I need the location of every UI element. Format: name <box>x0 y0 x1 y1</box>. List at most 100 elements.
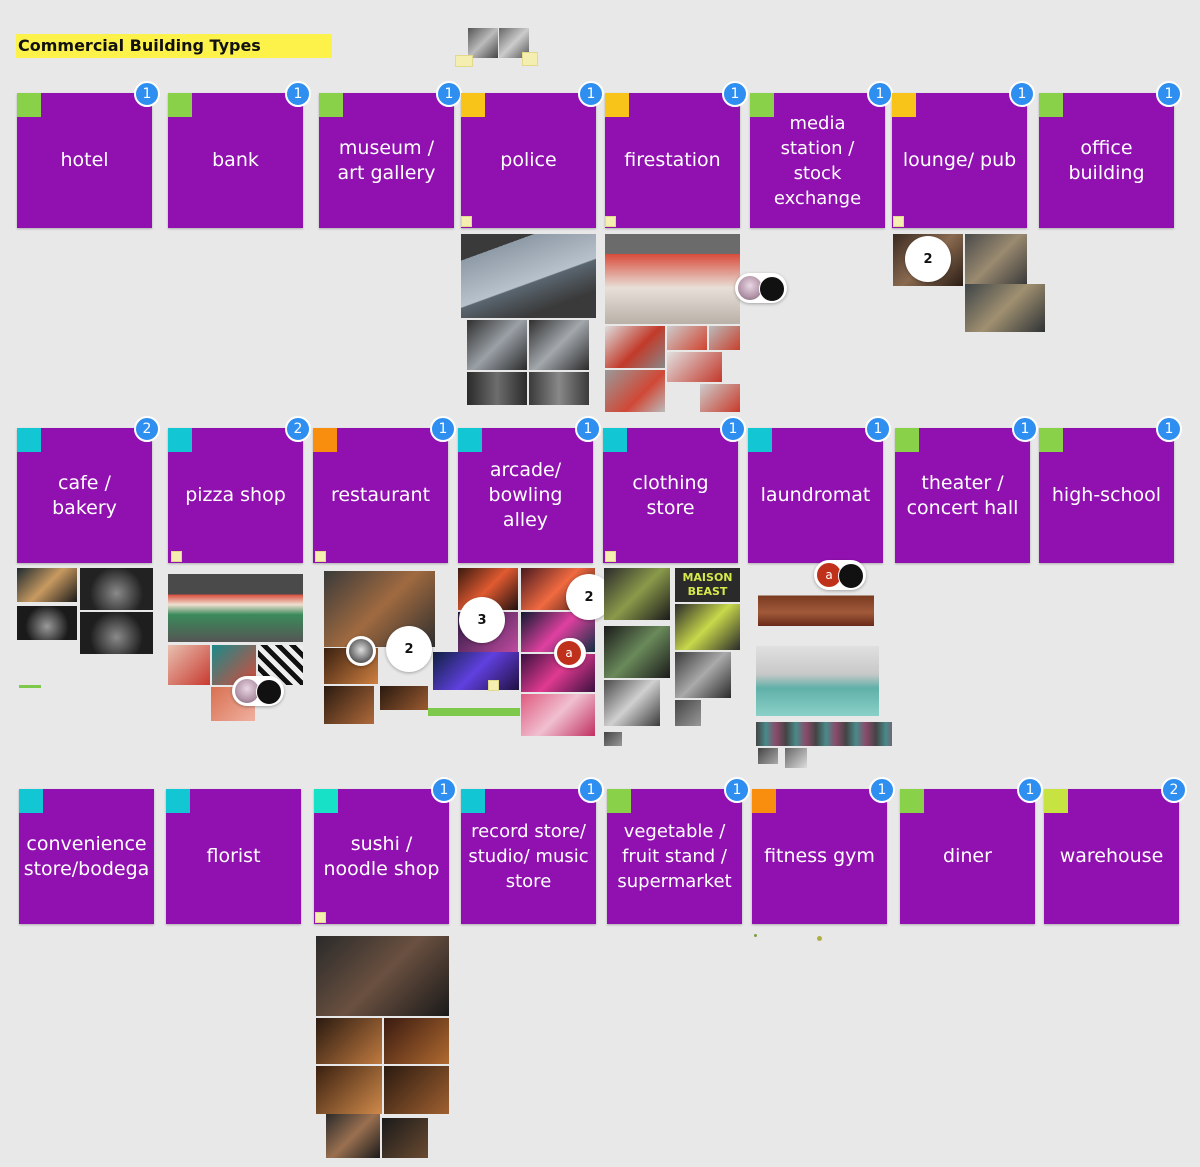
arcade-image[interactable] <box>433 652 519 690</box>
sticky-note[interactable] <box>315 912 326 923</box>
sticky-note[interactable] <box>171 551 182 562</box>
vote-count-badge[interactable]: 1 <box>1156 81 1182 107</box>
clothing-store-image[interactable] <box>675 604 740 650</box>
user-avatar[interactable] <box>738 276 762 300</box>
collaborator-avatars[interactable] <box>346 636 376 666</box>
sushi-interior-image[interactable] <box>382 1118 428 1158</box>
police-model-image[interactable] <box>461 234 596 318</box>
vote-count-badge[interactable]: 1 <box>720 416 746 442</box>
vote-count-badge[interactable]: 1 <box>575 416 601 442</box>
sticky-note[interactable] <box>893 216 904 227</box>
restaurant-interior-image[interactable] <box>324 686 374 724</box>
vote-count-badge[interactable]: 1 <box>865 416 891 442</box>
police-interior-image[interactable] <box>467 320 527 370</box>
sushi-interior-image[interactable] <box>316 1018 382 1064</box>
vote-count-badge[interactable]: 1 <box>1009 81 1035 107</box>
collaborator-avatars[interactable]: a <box>554 638 586 668</box>
firestation-interior-image[interactable] <box>605 326 665 368</box>
vote-count-badge[interactable]: 1 <box>724 777 750 803</box>
sticky-note[interactable] <box>522 52 538 66</box>
card-florist[interactable]: florist <box>166 789 301 924</box>
restaurant-interior-image[interactable] <box>380 686 428 710</box>
user-avatar[interactable]: a <box>557 641 581 665</box>
police-interior-image[interactable] <box>529 372 589 405</box>
firestation-interior-image[interactable] <box>700 384 740 412</box>
vote-count-badge[interactable]: 1 <box>578 777 604 803</box>
laundromat-thumbnail[interactable] <box>785 748 807 768</box>
vote-count-badge[interactable]: 1 <box>722 81 748 107</box>
vote-count-badge[interactable]: 1 <box>578 81 604 107</box>
police-interior-image[interactable] <box>467 372 527 405</box>
arcade-image[interactable] <box>521 694 595 736</box>
clothing-store-image[interactable] <box>604 568 670 620</box>
firestation-interior-image[interactable] <box>709 326 740 350</box>
comment-count-bubble[interactable]: 2 <box>905 236 951 282</box>
firestation-interior-image[interactable] <box>667 326 707 350</box>
clothing-store-sign[interactable]: MAISON BEAST <box>675 568 740 602</box>
sushi-interior-image[interactable] <box>384 1018 449 1064</box>
police-interior-image[interactable] <box>529 320 589 370</box>
sticky-note[interactable] <box>488 680 499 691</box>
cafe-image[interactable] <box>80 612 153 654</box>
sticky-note[interactable] <box>461 216 472 227</box>
user-avatar[interactable] <box>759 276 785 302</box>
user-avatar[interactable] <box>349 639 373 663</box>
clothing-store-image[interactable] <box>604 626 670 678</box>
firestation-interior-image[interactable] <box>605 370 665 412</box>
user-avatar[interactable] <box>838 563 864 589</box>
vote-count-badge[interactable]: 1 <box>1017 777 1043 803</box>
user-avatar[interactable] <box>256 679 282 705</box>
cafe-image[interactable] <box>80 568 153 610</box>
comment-count-bubble[interactable]: 3 <box>459 597 505 643</box>
sushi-interior-image[interactable] <box>384 1066 449 1114</box>
laundromat-model-image[interactable] <box>758 592 874 626</box>
vote-count-badge[interactable]: 1 <box>134 81 160 107</box>
reference-thumbnail[interactable] <box>468 28 498 58</box>
firestation-interior-image[interactable] <box>667 352 722 382</box>
clothing-store-image[interactable] <box>675 652 731 698</box>
comment-count-bubble[interactable]: 2 <box>386 626 432 672</box>
collaborator-avatars[interactable] <box>232 676 284 706</box>
user-avatar[interactable] <box>235 679 259 703</box>
clothing-store-image[interactable] <box>675 700 701 726</box>
vote-count-badge[interactable]: 1 <box>869 777 895 803</box>
sticky-note[interactable] <box>315 551 326 562</box>
vote-count-badge[interactable]: 1 <box>1156 416 1182 442</box>
cafe-image[interactable] <box>17 568 77 602</box>
sticky-note[interactable] <box>605 216 616 227</box>
vote-count-badge[interactable]: 2 <box>1161 777 1187 803</box>
card-convenience-store-bodega[interactable]: convenience store/bodega <box>19 789 154 924</box>
sushi-interior-image[interactable] <box>316 1066 382 1114</box>
lounge-image[interactable] <box>965 234 1027 284</box>
vote-count-badge[interactable]: 1 <box>1012 416 1038 442</box>
sticky-note[interactable] <box>605 551 616 562</box>
vote-count-badge[interactable]: 1 <box>430 416 456 442</box>
pizza-model-image[interactable] <box>168 574 303 642</box>
lounge-image[interactable] <box>965 284 1045 332</box>
sticky-note[interactable] <box>455 55 473 67</box>
clothing-store-image[interactable] <box>604 680 660 726</box>
user-avatar[interactable]: a <box>817 563 841 587</box>
